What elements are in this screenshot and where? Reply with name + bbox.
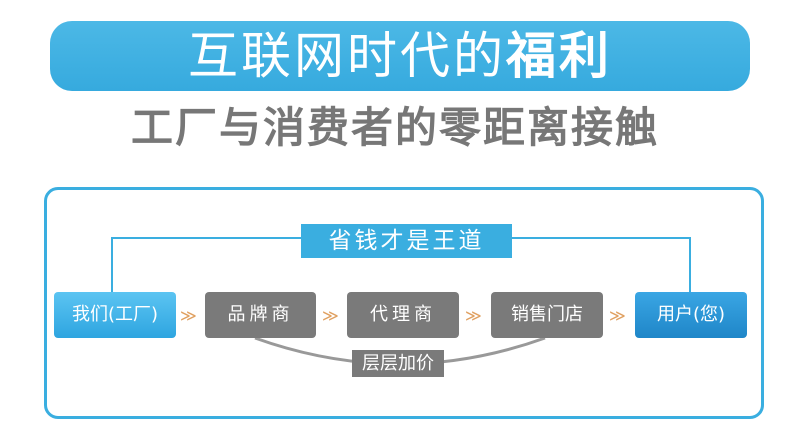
arrow-icon: ≫ xyxy=(180,306,197,325)
title-bold: 福利 xyxy=(506,27,612,85)
diagram-frame xyxy=(44,187,764,419)
arrow-icon: ≫ xyxy=(609,306,626,325)
node-user: 用户(您) xyxy=(635,292,747,338)
bottom-label: 层层加价 xyxy=(352,350,444,377)
subtitle: 工厂与消费者的零距离接触 xyxy=(130,103,659,152)
title-light: 互联网时代的 xyxy=(188,27,506,85)
node-factory: 我们(工厂) xyxy=(54,292,176,338)
node-store: 销售门店 xyxy=(491,292,603,338)
node-agent: 代理商 xyxy=(347,292,459,338)
arrow-icon: ≫ xyxy=(465,306,482,325)
top-label: 省钱才是王道 xyxy=(301,224,512,258)
node-brand: 品牌商 xyxy=(205,292,316,338)
arrow-icon: ≫ xyxy=(322,306,339,325)
title-banner: 互联网时代的福利 xyxy=(50,21,750,91)
